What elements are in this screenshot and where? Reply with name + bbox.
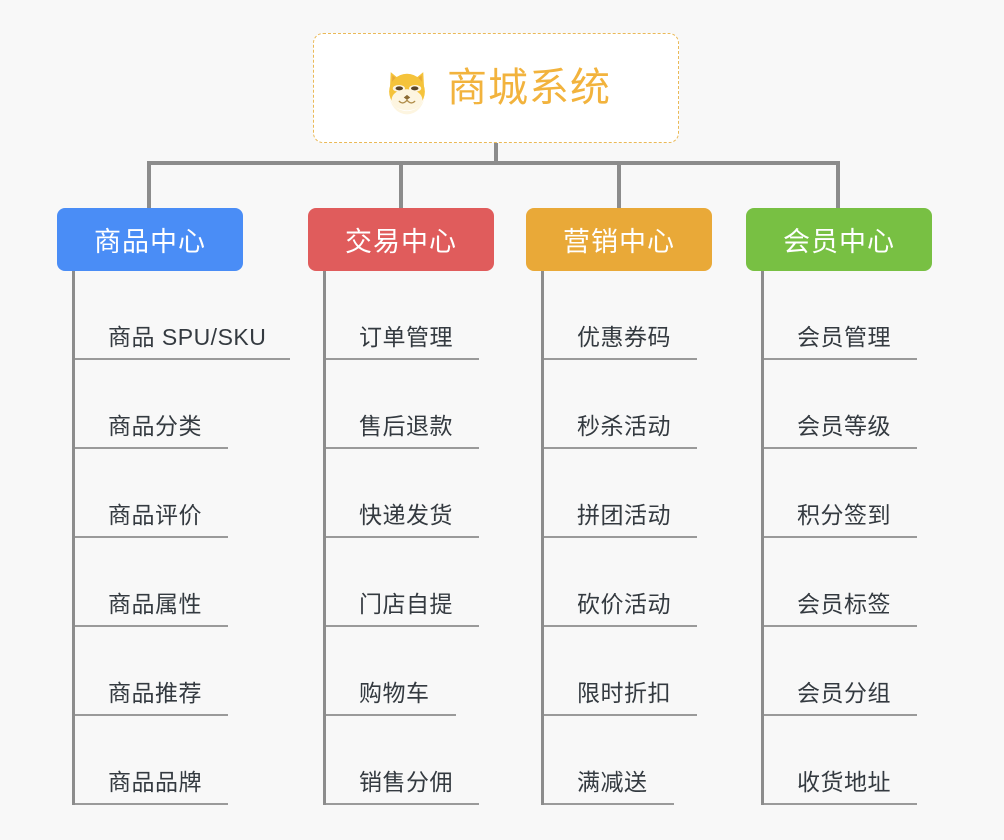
leaf-label: 门店自提: [359, 591, 453, 617]
leaf-label: 会员等级: [797, 413, 891, 439]
column-marketing-center: 营销中心 优惠券码 秒杀活动 拼团活动 砍价活动 限时折扣 满减送: [526, 208, 712, 805]
leaf-label: 积分签到: [797, 502, 891, 528]
leaf-item[interactable]: 拼团活动: [544, 449, 697, 538]
leaf-item[interactable]: 商品属性: [75, 538, 228, 627]
leaf-item[interactable]: 秒杀活动: [544, 360, 697, 449]
column-trade-center: 交易中心 订单管理 售后退款 快递发货 门店自提 购物车 销售分佣: [308, 208, 494, 805]
leaf-label: 满减送: [577, 769, 648, 795]
connector-drop-marketing-center: [617, 161, 621, 210]
leaf-label: 秒杀活动: [577, 413, 671, 439]
leaf-item[interactable]: 收货地址: [764, 716, 917, 805]
category-box-marketing-center[interactable]: 营销中心: [526, 208, 712, 271]
category-box-product-center[interactable]: 商品中心: [57, 208, 243, 271]
category-label: 会员中心: [783, 227, 895, 257]
leaf-label: 砍价活动: [577, 591, 671, 617]
category-label: 商品中心: [94, 227, 206, 257]
leaf-list-member-center: 会员管理 会员等级 积分签到 会员标签 会员分组 收货地址: [761, 271, 932, 805]
leaf-item[interactable]: 订单管理: [326, 271, 479, 360]
leaf-label: 快递发货: [359, 502, 453, 528]
leaf-list-marketing-center: 优惠券码 秒杀活动 拼团活动 砍价活动 限时折扣 满减送: [541, 271, 712, 805]
leaf-list-trade-center: 订单管理 售后退款 快递发货 门店自提 购物车 销售分佣: [323, 271, 494, 805]
leaf-label: 售后退款: [359, 413, 453, 439]
leaf-item[interactable]: 会员分组: [764, 627, 917, 716]
leaf-label: 商品评价: [108, 502, 202, 528]
leaf-label: 收货地址: [797, 769, 891, 795]
leaf-list-product-center: 商品 SPU/SKU 商品分类 商品评价 商品属性 商品推荐 商品品牌: [72, 271, 290, 805]
leaf-label: 拼团活动: [577, 502, 671, 528]
leaf-item[interactable]: 商品推荐: [75, 627, 228, 716]
leaf-item[interactable]: 会员标签: [764, 538, 917, 627]
leaf-item[interactable]: 商品评价: [75, 449, 228, 538]
connector-horizontal-bus: [147, 161, 840, 165]
column-member-center: 会员中心 会员管理 会员等级 积分签到 会员标签 会员分组 收货地址: [746, 208, 932, 805]
leaf-label: 优惠券码: [577, 324, 671, 350]
leaf-label: 销售分佣: [359, 769, 453, 795]
leaf-item[interactable]: 会员等级: [764, 360, 917, 449]
shiba-dog-face-icon: [381, 64, 433, 116]
connector-drop-member-center: [836, 161, 840, 210]
leaf-label: 商品属性: [108, 591, 202, 617]
leaf-item[interactable]: 售后退款: [326, 360, 479, 449]
category-box-member-center[interactable]: 会员中心: [746, 208, 932, 271]
column-product-center: 商品中心 商品 SPU/SKU 商品分类 商品评价 商品属性 商品推荐 商品品牌: [57, 208, 290, 805]
leaf-label: 商品品牌: [108, 769, 202, 795]
leaf-item[interactable]: 积分签到: [764, 449, 917, 538]
leaf-item[interactable]: 商品品牌: [75, 716, 228, 805]
leaf-label: 商品推荐: [108, 680, 202, 706]
leaf-label: 商品 SPU/SKU: [108, 324, 267, 350]
leaf-item[interactable]: 快递发货: [326, 449, 479, 538]
leaf-item[interactable]: 商品 SPU/SKU: [75, 271, 290, 360]
leaf-label: 商品分类: [108, 413, 202, 439]
leaf-label: 会员分组: [797, 680, 891, 706]
category-box-trade-center[interactable]: 交易中心: [308, 208, 494, 271]
connector-drop-trade-center: [399, 161, 403, 210]
root-node-card[interactable]: 商城系统: [313, 33, 679, 143]
leaf-item[interactable]: 砍价活动: [544, 538, 697, 627]
leaf-item[interactable]: 销售分佣: [326, 716, 479, 805]
leaf-label: 限时折扣: [577, 680, 671, 706]
root-title: 商城系统: [447, 66, 611, 110]
leaf-label: 会员标签: [797, 591, 891, 617]
leaf-item[interactable]: 购物车: [326, 627, 456, 716]
connector-root-stem: [494, 143, 498, 165]
leaf-item[interactable]: 限时折扣: [544, 627, 697, 716]
leaf-item[interactable]: 优惠券码: [544, 271, 697, 360]
leaf-item[interactable]: 商品分类: [75, 360, 228, 449]
leaf-label: 会员管理: [797, 324, 891, 350]
leaf-label: 订单管理: [359, 324, 453, 350]
leaf-item[interactable]: 门店自提: [326, 538, 479, 627]
category-label: 交易中心: [345, 227, 457, 257]
category-label: 营销中心: [563, 227, 675, 257]
leaf-label: 购物车: [359, 680, 430, 706]
connector-drop-product-center: [147, 161, 151, 210]
leaf-item[interactable]: 满减送: [544, 716, 674, 805]
leaf-item[interactable]: 会员管理: [764, 271, 917, 360]
